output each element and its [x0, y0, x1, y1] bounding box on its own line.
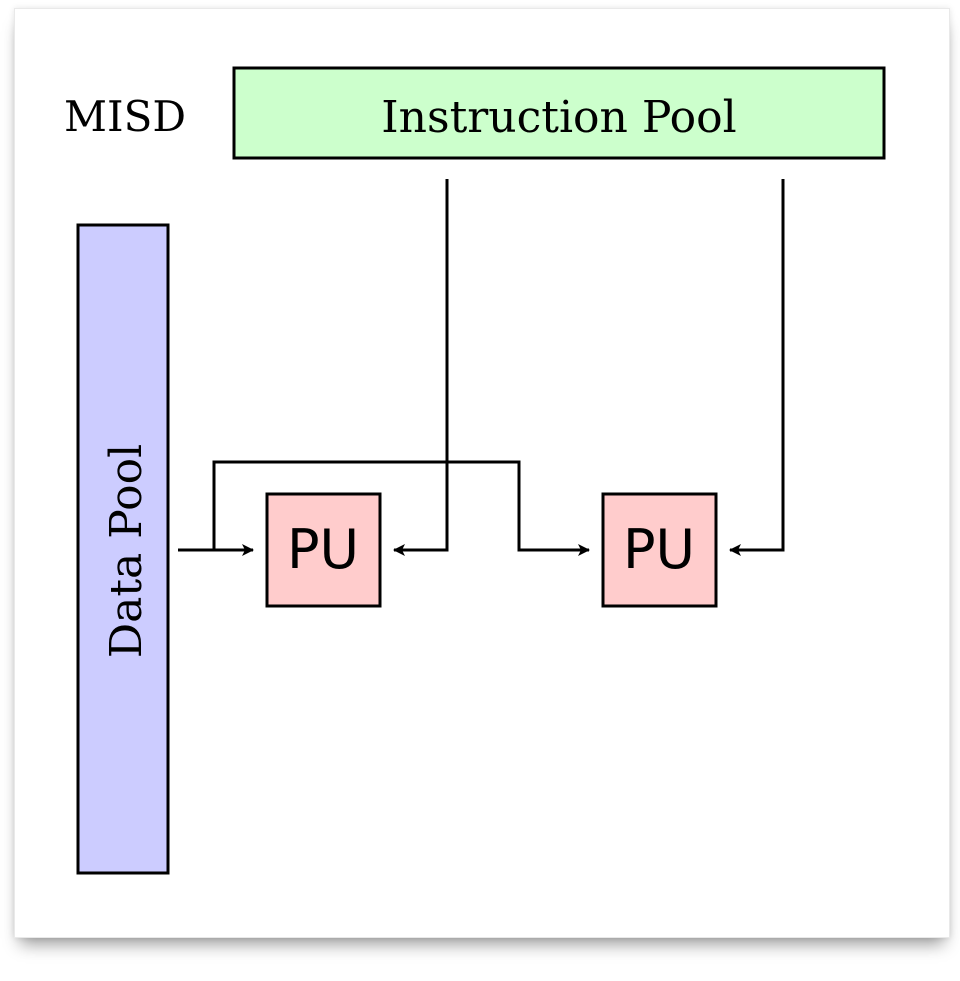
processing-unit-1-box [265, 492, 382, 608]
processing-unit-2: PU [601, 492, 718, 608]
data-pool: Data Pool [76, 223, 170, 875]
processing-unit-1: PU [265, 492, 382, 608]
instruction-arrow-to-pu-1 [393, 179, 449, 556]
figure-card [14, 8, 950, 938]
data-arrow-to-pu-2 [212, 460, 590, 556]
instruction-pool: Instruction Pool [232, 66, 886, 160]
instruction-pool-box [232, 66, 886, 160]
processing-unit-2-box [601, 492, 718, 608]
data-pool-label: Data Pool [101, 444, 152, 658]
processing-unit-2-label: PU [623, 518, 695, 581]
instruction-pool-label: Instruction Pool [381, 92, 736, 143]
instruction-arrow-to-pu-2 [729, 179, 785, 556]
processing-unit-1-label: PU [287, 518, 359, 581]
data-pool-box [76, 223, 170, 875]
misd-label: MISD [64, 92, 186, 141]
